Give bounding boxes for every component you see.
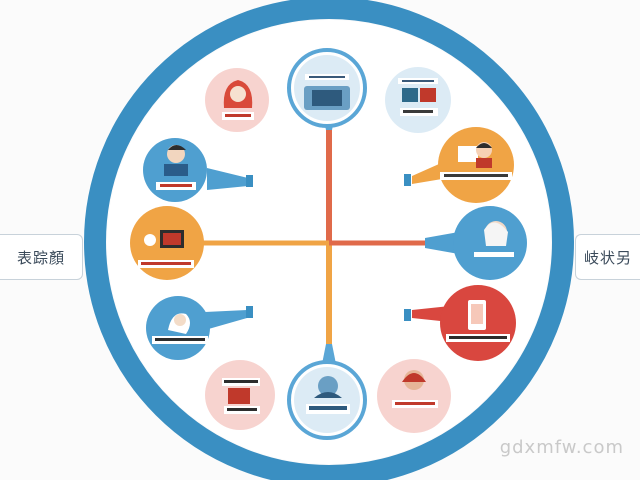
bubble-mid-right-1: [438, 127, 514, 203]
bubble-bottom-center: [287, 360, 367, 440]
arrow-bottom-center: [322, 344, 336, 364]
arrow-mid-right-1-tip: [404, 174, 411, 186]
bubble-mid-right-2: [453, 206, 527, 280]
outer-ring: [84, 0, 574, 480]
bubble-mid-left-2: [130, 206, 204, 280]
book-reader-icon: [138, 230, 194, 268]
computer-icon: [222, 378, 260, 414]
man-paper-icon: [156, 145, 196, 190]
magnifier-laptop-icon: [304, 74, 350, 110]
left-side-tab[interactable]: 表踪顏: [0, 234, 83, 280]
arrow-mid-left-1: [207, 168, 248, 190]
right-side-tab[interactable]: 岐状另: [575, 234, 640, 280]
arrow-mid-right-3-tip: [404, 309, 411, 321]
magnifier-person-icon: [306, 376, 350, 414]
bubble-mid-left-1: [143, 138, 207, 202]
bubble-top-center: [287, 48, 367, 128]
bubble-top-left: [205, 68, 269, 132]
arrow-mid-left-3: [205, 310, 247, 330]
bubble-top-right: [385, 67, 451, 133]
woman-talking-icon: [474, 221, 514, 257]
woman-red-hair-icon: [222, 80, 254, 120]
man-orange-icon: [392, 370, 438, 408]
collage-icon: [398, 78, 438, 116]
bubble-mid-right-3: [440, 285, 516, 361]
left-side-tab-label: 表踪顏: [16, 248, 65, 267]
thinking-person-icon: [152, 313, 208, 344]
arrow-mid-left-3-tip: [246, 306, 253, 318]
arrow-mid-left-1-tip: [246, 175, 253, 187]
watermark: gdxmfw.com: [499, 437, 624, 458]
bubble-bottom-left: [205, 360, 275, 430]
bubble-bottom-right: [377, 359, 451, 433]
right-side-tab-label: 岐状另: [583, 248, 632, 267]
person-orange-icon: [440, 142, 512, 180]
phone-icon: [446, 300, 510, 342]
bubble-mid-left-3: [146, 296, 210, 360]
